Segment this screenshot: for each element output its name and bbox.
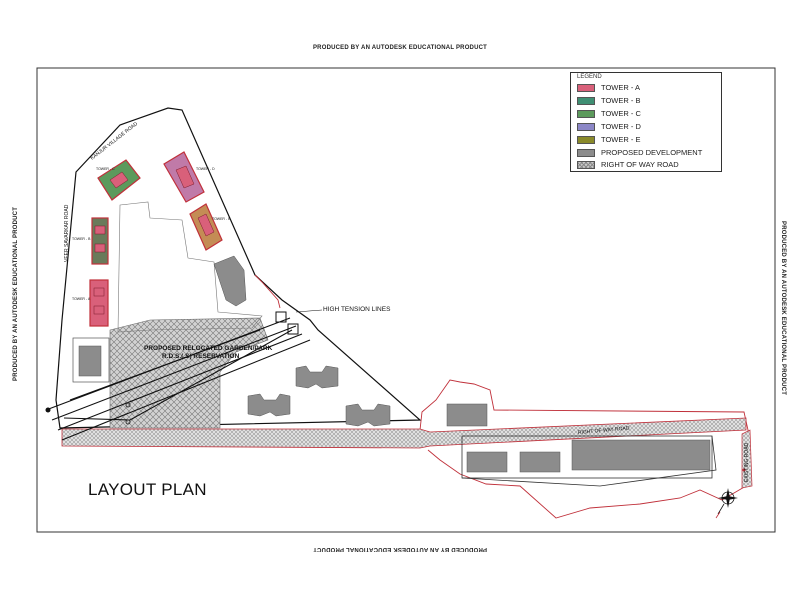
tower-c-swatch xyxy=(577,110,595,118)
garden-label-line1: PROPOSED RELOCATED GARDEN/PARK xyxy=(144,345,273,352)
watermark-top: PRODUCED BY AN AUTODESK EDUCATIONAL PROD… xyxy=(312,45,488,51)
high-tension-lines xyxy=(45,317,311,441)
sheet-border xyxy=(36,67,776,533)
garden-label-line2: R.D.S.(.S) RESERVATION xyxy=(162,353,240,360)
site-boundary xyxy=(55,107,422,429)
tower-d-building xyxy=(163,151,205,203)
tower-c-building xyxy=(97,159,141,201)
pylon-marker xyxy=(125,402,131,408)
proposed-development-swatch xyxy=(577,149,595,157)
legend-label: RIGHT OF WAY ROAD xyxy=(601,160,679,169)
right-of-way-label: RIGHT OF WAY ROAD xyxy=(578,425,630,436)
right-of-way-road xyxy=(61,417,747,449)
kanjur-road-label: KANJUR VILLAGE ROAD xyxy=(90,121,140,162)
tower-e-building xyxy=(189,203,223,251)
pylon-marker xyxy=(45,407,51,413)
tower-pylon xyxy=(275,311,287,323)
tower-d-label: TOWER - D xyxy=(196,167,215,171)
legend-item-right-of-way: RIGHT OF WAY ROAD xyxy=(577,160,717,170)
layout-plan-title: LAYOUT PLAN xyxy=(88,480,207,499)
tower-d-swatch xyxy=(577,123,595,131)
tower-c-label: TOWER - C xyxy=(96,167,115,171)
legend-label: TOWER - C xyxy=(601,109,641,118)
tower-b-swatch xyxy=(577,97,595,105)
high-tension-leader xyxy=(295,309,323,313)
tower-e-label: TOWER - E xyxy=(212,217,231,221)
legend-item-proposed-development: PROPOSED DEVELOPMENT xyxy=(577,148,717,158)
watermark-left: PRODUCED BY AN AUTODESK EDUCATIONAL PROD… xyxy=(13,206,19,381)
small-plot xyxy=(72,337,110,383)
small-plot-building xyxy=(78,345,102,377)
tower-b-building xyxy=(91,217,109,265)
north-arrow-icon xyxy=(715,488,738,519)
plot-boundary-east xyxy=(254,274,281,309)
development-parcel xyxy=(461,435,713,479)
right-of-way-swatch xyxy=(577,161,595,169)
legend-item-tower-e: TOWER - E xyxy=(577,135,717,145)
tower-b-label: TOWER - B xyxy=(72,237,91,241)
legend-item-tower-d: TOWER - D xyxy=(577,122,717,132)
tower-pylon xyxy=(287,323,299,335)
tower-a-swatch xyxy=(577,84,595,92)
tower-a-building xyxy=(89,279,109,327)
watermark-right: PRODUCED BY AN AUTODESK EDUCATIONAL PROD… xyxy=(780,221,786,396)
veer-savarkar-road-label: VEER SAVARKAR ROAD xyxy=(64,204,70,262)
legend-label: TOWER - D xyxy=(601,122,641,131)
proposed-development xyxy=(213,255,711,473)
development-parcel-edge xyxy=(461,435,717,487)
legend-label: TOWER - E xyxy=(601,135,641,144)
legend-item-tower-c: TOWER - C xyxy=(577,109,717,119)
existing-road-label: EXISTING ROAD xyxy=(744,442,750,482)
watermark-bottom: PRODUCED BY AN AUTODESK EDUCATIONAL PROD… xyxy=(312,546,488,552)
garden-reservation xyxy=(109,317,269,429)
legend-item-tower-a: TOWER - A xyxy=(577,83,717,93)
inner-parcel xyxy=(117,201,263,333)
high-tension-label: HIGH TENSION LINES xyxy=(323,306,391,313)
tower-e-swatch xyxy=(577,136,595,144)
road-marker xyxy=(742,468,746,472)
pylon-marker xyxy=(125,419,131,425)
legend-label: TOWER - A xyxy=(601,83,641,92)
legend-label: PROPOSED DEVELOPMENT xyxy=(601,148,703,157)
tower-a-label: TOWER - A xyxy=(72,297,91,301)
existing-road xyxy=(741,429,753,489)
legend-item-tower-b: TOWER - B xyxy=(577,96,717,106)
legend-title: LEGEND xyxy=(577,74,602,80)
legend: LEGEND TOWER - A TOWER - B TOWER - C TOW… xyxy=(570,72,722,172)
legend-label: TOWER - B xyxy=(601,96,641,105)
